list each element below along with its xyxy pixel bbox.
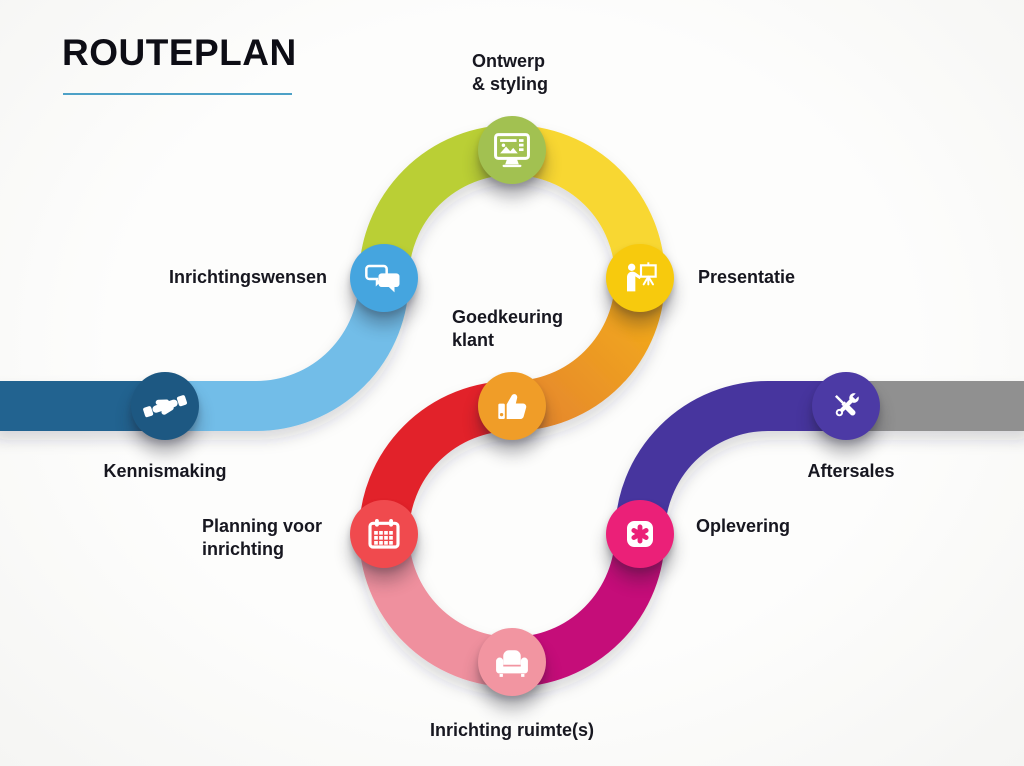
step-label-ontwerp-styling: Ontwerp & styling bbox=[472, 51, 549, 94]
thumbs-up-icon bbox=[498, 394, 527, 419]
handshake-icon bbox=[143, 395, 187, 418]
ontwerp-styling-node bbox=[478, 116, 546, 184]
planning-node bbox=[350, 500, 418, 568]
step-label-planning: Planning voor inrichting bbox=[202, 516, 323, 559]
step-label-kennismaking: Kennismaking bbox=[103, 461, 227, 481]
step-label-goedkeuring-klant: Goedkeuring klant bbox=[452, 307, 564, 350]
kennismaking-node bbox=[131, 372, 199, 440]
tools-icon bbox=[834, 392, 860, 417]
page-title: ROUTEPLAN bbox=[62, 32, 297, 73]
step-label-inrichtingswensen: Inrichtingswensen bbox=[168, 267, 327, 287]
calendar-icon bbox=[368, 519, 400, 549]
armchair-icon bbox=[496, 650, 528, 677]
step-label-oplevering: Oplevering bbox=[696, 516, 791, 536]
step-label-presentatie: Presentatie bbox=[698, 267, 796, 287]
chat-bubbles-icon bbox=[365, 264, 400, 293]
inrichtingswensen-node bbox=[350, 244, 418, 312]
aftersales-node bbox=[812, 372, 880, 440]
presentation-board-icon bbox=[627, 262, 657, 292]
step-label-inrichting-ruimtes: Inrichting ruimte(s) bbox=[429, 720, 594, 740]
goedkeuring-klant-node bbox=[478, 372, 546, 440]
step-label-aftersales: Aftersales bbox=[807, 461, 895, 481]
oplevering-node bbox=[606, 500, 674, 568]
design-monitor-icon bbox=[494, 133, 530, 168]
inrichting-ruimtes-node bbox=[478, 628, 546, 696]
band-inrichtingswensen bbox=[166, 277, 409, 431]
title-underline bbox=[63, 93, 292, 95]
asterisk-badge-icon bbox=[627, 521, 653, 547]
presentatie-node bbox=[606, 244, 674, 312]
